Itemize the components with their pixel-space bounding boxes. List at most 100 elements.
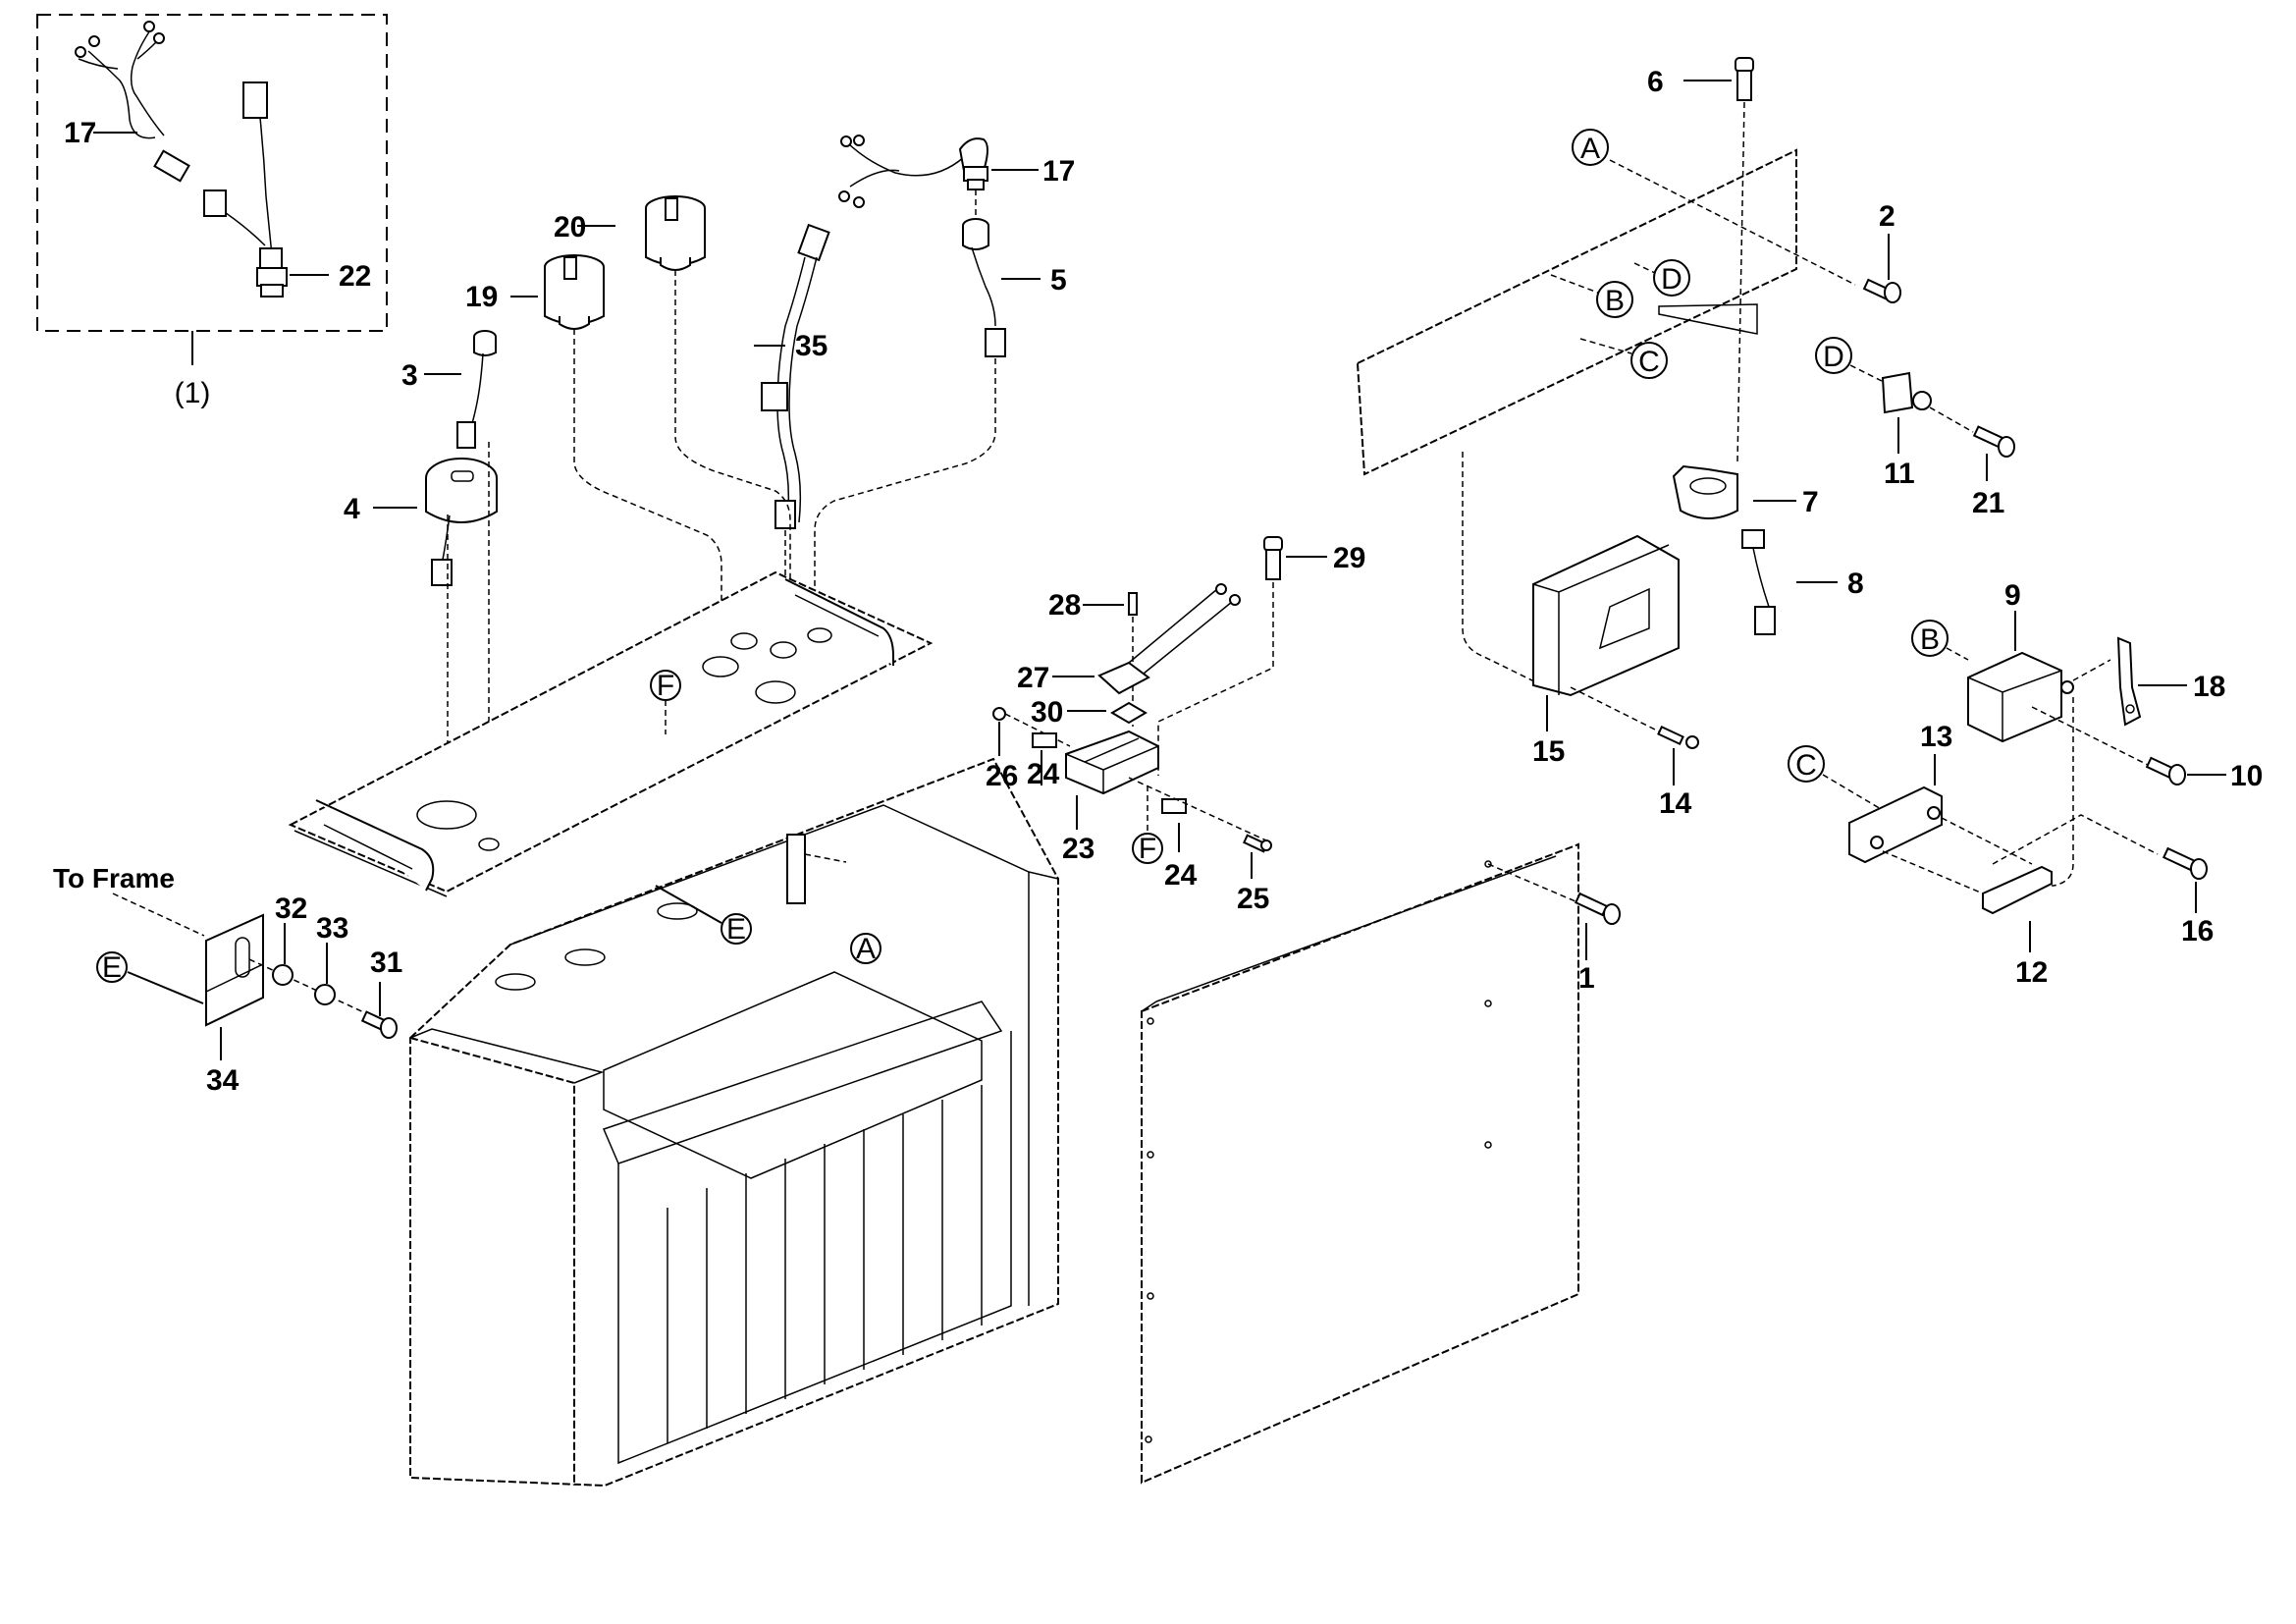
callout-E-box-text: E: [726, 913, 746, 946]
contactor-relay-9: [1967, 651, 2074, 743]
screw-6: [1735, 57, 1754, 101]
callout-D-panel: [1653, 259, 1690, 297]
label-21: 21: [1972, 487, 2004, 519]
kit-dashed-border: [36, 14, 388, 332]
callout-F-terminal-text: F: [1139, 833, 1156, 865]
callout-B-relay-text: B: [1920, 623, 1940, 656]
callout-E-box: [721, 913, 752, 945]
side-cover-panel: [1141, 842, 1579, 1485]
label-30: 30: [1031, 696, 1063, 729]
callout-B-panel: [1596, 281, 1633, 318]
panel-tab: [1658, 303, 1758, 335]
callout-A-panel: [1572, 129, 1609, 166]
callout-A-box: [850, 933, 881, 964]
label-10: 10: [2230, 760, 2263, 792]
label-28: 28: [1048, 589, 1081, 622]
callout-F-terminal: [1132, 833, 1163, 864]
label-26: 26: [986, 760, 1018, 792]
callout-D-nut-text: D: [1823, 341, 1844, 373]
label-20: 20: [554, 211, 586, 244]
hour-meter-4: [425, 458, 498, 586]
label-7: 7: [1802, 486, 1819, 518]
callout-E-bracket: [96, 951, 128, 983]
label-4: 4: [344, 493, 360, 525]
wire-harness-8: [1741, 529, 1776, 635]
screw-14: [1657, 725, 1699, 749]
label-24-left: 24: [1027, 758, 1060, 790]
label-3: 3: [401, 359, 418, 392]
screw-21: [1972, 425, 2015, 458]
label-22: 22: [339, 260, 371, 293]
bolt-2: [1862, 278, 1901, 303]
label-17: 17: [1042, 155, 1075, 188]
nut-26: [992, 707, 1006, 721]
bolt-31: [360, 1010, 398, 1039]
label-34: 34: [206, 1064, 240, 1097]
pressure-switch-19: [544, 254, 605, 330]
label-1: 1: [1578, 962, 1595, 995]
cable-assembly-27: [1097, 583, 1241, 695]
label-35: 35: [795, 330, 828, 362]
terminal-block-23: [1065, 730, 1159, 795]
callout-B-panel-text: B: [1605, 285, 1625, 317]
bus-bar-18: [2116, 636, 2142, 727]
callout-F-top-text: F: [657, 670, 674, 702]
callout-A-panel-text: A: [1580, 133, 1600, 165]
label-17-kit: 17: [64, 117, 96, 149]
bracket-A: [786, 834, 806, 904]
lock-washer-33: [314, 984, 336, 1005]
ferrite-core-7: [1672, 464, 1738, 519]
callout-C-panel-text: C: [1638, 346, 1660, 378]
label-2: 2: [1879, 200, 1896, 233]
battery-cells: [667, 1085, 983, 1443]
top-lid-panel: [288, 570, 934, 897]
screw-29: [1263, 536, 1283, 580]
wire-harness-5: [962, 218, 1006, 357]
callout-D-panel-text: D: [1661, 263, 1682, 296]
label-9: 9: [2004, 579, 2021, 612]
screw-16: [2162, 846, 2208, 880]
mounting-bracket-34: [205, 913, 264, 1027]
callout-D-nut: [1815, 337, 1852, 374]
label-16: 16: [2181, 915, 2214, 947]
component-mounting-panel: [1356, 148, 1797, 476]
label-6: 6: [1647, 66, 1664, 98]
circuit-breaker-13: [1848, 785, 1943, 864]
pressure-sensor-22: [203, 81, 288, 298]
bus-bar-12: [1982, 865, 2053, 915]
kit-box-1: (1) 17 22: [36, 14, 388, 409]
to-frame-note: To Frame: [53, 863, 175, 893]
label-5: 5: [1050, 264, 1067, 297]
label-11: 11: [1884, 458, 1915, 490]
label-15: 15: [1532, 735, 1565, 768]
screw-28: [1128, 592, 1138, 616]
controller-module-15: [1532, 534, 1680, 697]
wire-harness-35: [761, 223, 830, 529]
sensor-harness-17: [838, 135, 988, 208]
cage-nut-11: [1881, 371, 1932, 414]
kit-label: (1): [175, 377, 211, 409]
insulator-24-left: [1032, 732, 1057, 748]
label-27: 27: [1017, 662, 1049, 694]
label-31: 31: [370, 947, 402, 979]
insulator-plate-30: [1110, 701, 1148, 725]
label-23: 23: [1062, 833, 1095, 865]
label-18: 18: [2193, 671, 2225, 703]
screw-10: [2145, 756, 2186, 785]
label-29: 29: [1333, 542, 1365, 574]
label-14: 14: [1659, 787, 1692, 820]
battery-box-housing: [409, 757, 1059, 1488]
callout-C-panel: [1630, 342, 1668, 379]
label-25: 25: [1237, 883, 1269, 915]
insulator-24-right: [1161, 798, 1187, 814]
callout-A-box-text: A: [856, 933, 876, 965]
label-12: 12: [2015, 956, 2048, 989]
label-32: 32: [275, 893, 307, 925]
wire-harness-3: [456, 330, 497, 449]
label-19: 19: [465, 281, 498, 313]
label-13: 13: [1920, 721, 1952, 753]
wire-harness-17-kit: [75, 21, 190, 183]
label-8: 8: [1847, 568, 1864, 600]
washer-32: [272, 964, 294, 986]
